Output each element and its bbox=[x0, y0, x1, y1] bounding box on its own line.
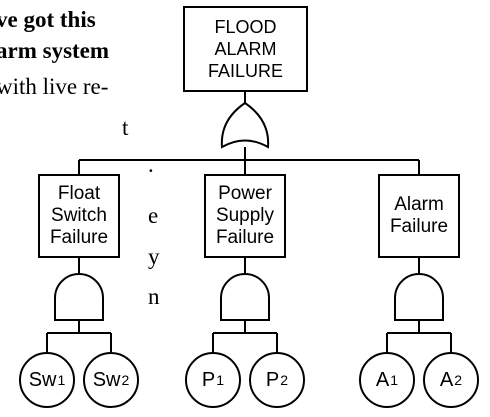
basic-event-a1-label: A bbox=[375, 368, 390, 391]
background-text-line-6: e bbox=[148, 203, 159, 228]
basic-event-a2-subscript: 2 bbox=[454, 372, 463, 388]
power-supply-label-line-2: Supply bbox=[215, 205, 275, 226]
intermediate-event-power-supply: Power Supply Failure bbox=[204, 174, 286, 258]
and-gate-power-supply-icon bbox=[220, 273, 270, 321]
and-gate-alarm-icon bbox=[394, 273, 444, 321]
intermediate-event-alarm: Alarm Failure bbox=[378, 174, 460, 258]
power-supply-label-line-3: Failure bbox=[215, 227, 275, 248]
basic-event-p1-subscript: 1 bbox=[216, 372, 225, 388]
basic-event-p2-subscript: 2 bbox=[280, 372, 289, 388]
basic-event-p1-label: P bbox=[201, 368, 216, 391]
and-gate-float-switch-icon bbox=[54, 273, 104, 321]
float-switch-label-line-1: Float bbox=[57, 183, 101, 204]
top-event-label-line-2: ALARM bbox=[214, 39, 277, 59]
basic-event-sw2-label: Sw bbox=[92, 368, 121, 391]
basic-event-a1-subscript: 1 bbox=[390, 372, 399, 388]
or-gate-icon bbox=[220, 101, 270, 149]
background-text-line-5: . bbox=[148, 152, 154, 177]
top-event-box: FLOOD ALARM FAILURE bbox=[183, 6, 308, 92]
float-switch-label-line-3: Failure bbox=[49, 227, 109, 248]
alarm-label-line-1: Alarm bbox=[394, 194, 444, 215]
basic-event-sw1-label: Sw bbox=[28, 368, 57, 391]
background-text-line-4: t bbox=[122, 115, 129, 140]
background-text-line-1: ve got this bbox=[0, 7, 96, 32]
power-supply-label-line-1: Power bbox=[218, 183, 272, 204]
basic-event-a2-label: A bbox=[439, 368, 454, 391]
background-text-line-8: n bbox=[148, 284, 160, 309]
background-text-line-7: y bbox=[148, 244, 160, 269]
basic-event-p2-label: P bbox=[265, 368, 280, 391]
top-event-label-line-1: FLOOD bbox=[214, 17, 277, 37]
top-event-label-line-3: FAILURE bbox=[207, 61, 284, 81]
basic-event-sw2-subscript: 2 bbox=[121, 372, 130, 388]
background-text-line-3: with live re- bbox=[0, 74, 109, 99]
alarm-label-line-2: Failure bbox=[389, 216, 449, 237]
basic-event-sw1-subscript: 1 bbox=[57, 372, 66, 388]
float-switch-label-line-2: Switch bbox=[51, 205, 107, 226]
background-text-line-2: arm system bbox=[0, 38, 110, 63]
intermediate-event-float-switch: Float Switch Failure bbox=[38, 174, 120, 258]
